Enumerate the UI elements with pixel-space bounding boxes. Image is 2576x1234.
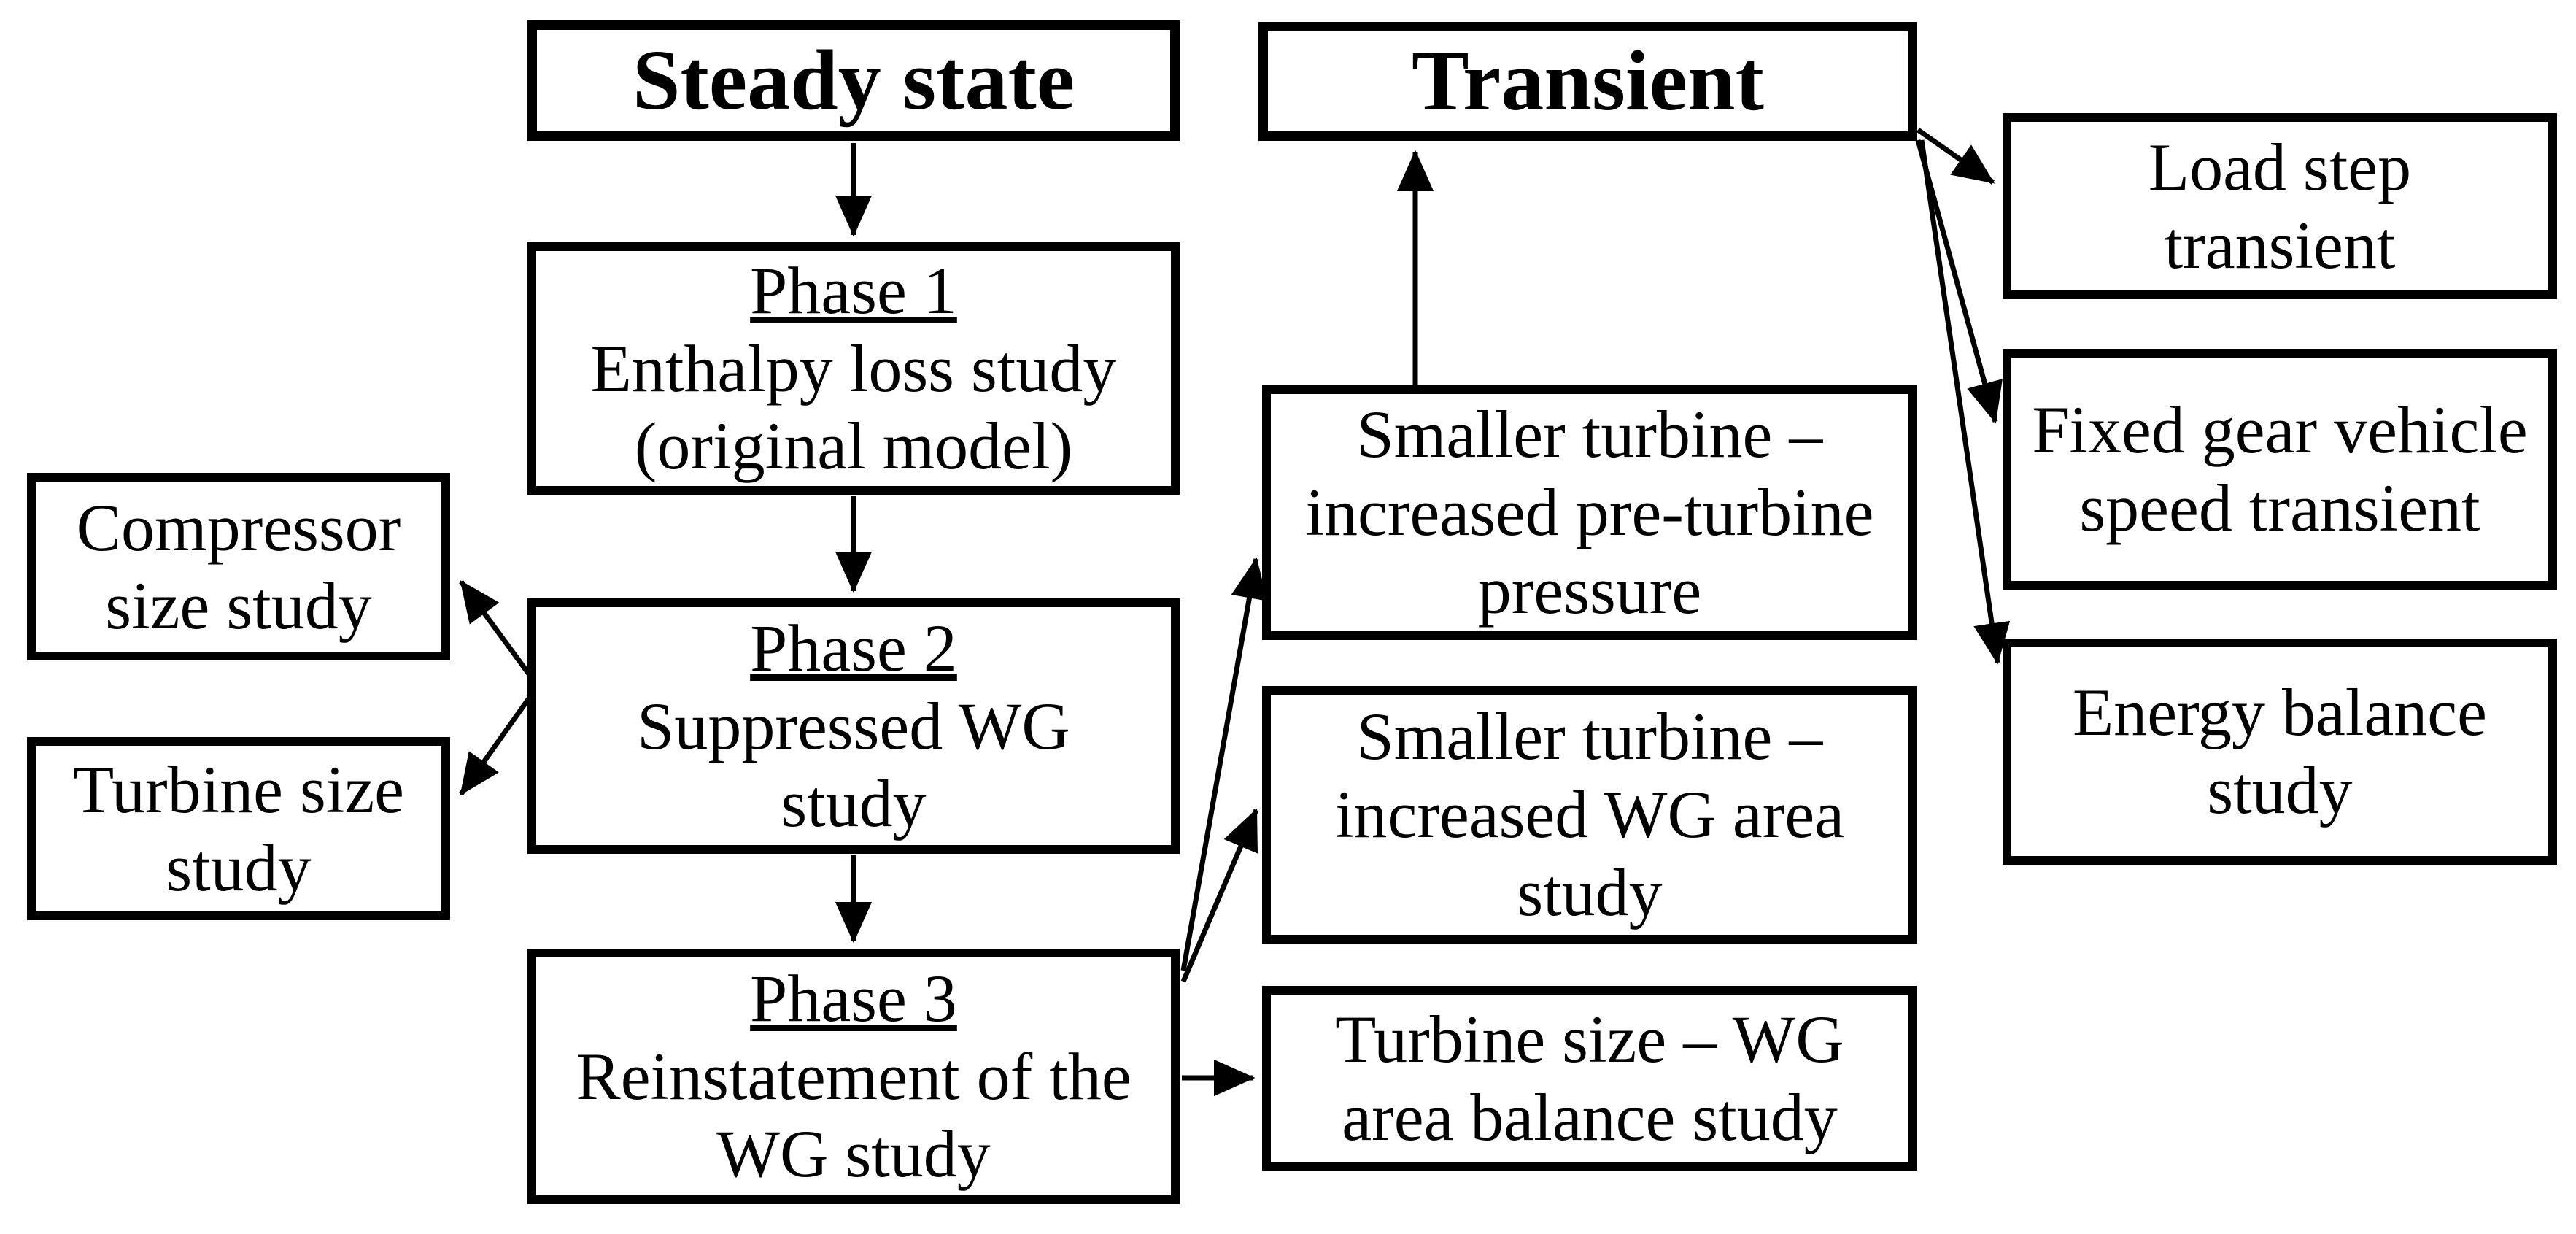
- node-text-line: study: [781, 766, 927, 841]
- node-text-line: Enthalpy loss study: [590, 331, 1117, 406]
- node-text-line: Fixed gear vehicle: [2032, 393, 2528, 468]
- node-text-line: Smaller turbine –: [1356, 397, 1823, 472]
- node-steady-state: Steady state: [527, 20, 1180, 141]
- node-text-line: study: [166, 830, 312, 905]
- node-text-line: area balance study: [1342, 1079, 1838, 1154]
- node-text-line: Phase 3: [750, 960, 957, 1036]
- node-text-line: Turbine size – WG: [1335, 1001, 1844, 1076]
- node-text-line: increased pre-turbine: [1305, 475, 1874, 550]
- node-text-line: Phase 2: [750, 610, 957, 685]
- node-text-line: Compressor: [76, 490, 401, 565]
- node-text-line: Transient: [1412, 33, 1764, 129]
- node-transient: Transient: [1258, 22, 1917, 141]
- node-text-line: Steady state: [632, 32, 1075, 128]
- node-text-line: Smaller turbine –: [1356, 699, 1823, 774]
- arrow-phase2-to-compressor: [459, 579, 540, 688]
- node-text-line: transient: [2164, 207, 2396, 282]
- node-text-line: Turbine size: [72, 752, 405, 827]
- arrow-phase3-to-wg-area: [1180, 808, 1259, 983]
- node-text-line: study: [1517, 855, 1663, 930]
- node-text-line: pressure: [1477, 552, 1702, 628]
- node-text-line: size study: [105, 568, 372, 643]
- arrow-transient-to-load-step: [1916, 128, 1995, 185]
- arrow-transient-to-energy-balance: [1919, 139, 2011, 665]
- node-text-line: Phase 1: [750, 252, 957, 328]
- node-text-line: speed transient: [2079, 471, 2480, 545]
- node-text-line: Load step: [2148, 129, 2412, 204]
- node-text-line: increased WG area: [1334, 777, 1845, 852]
- arrow-phase2-to-turbine-size: [459, 684, 540, 796]
- node-text-line: (original model): [634, 409, 1073, 484]
- node-text-line: Reinstatement of the: [576, 1038, 1132, 1114]
- node-text-line: Energy balance: [2073, 675, 2487, 750]
- arrow-group: [459, 128, 2011, 1097]
- node-text-line: WG study: [716, 1117, 991, 1192]
- arrow-phase3-to-pre-turbine: [1180, 557, 1268, 971]
- node-text-line: study: [2207, 753, 2353, 828]
- node-text-line: Suppressed WG: [637, 688, 1070, 763]
